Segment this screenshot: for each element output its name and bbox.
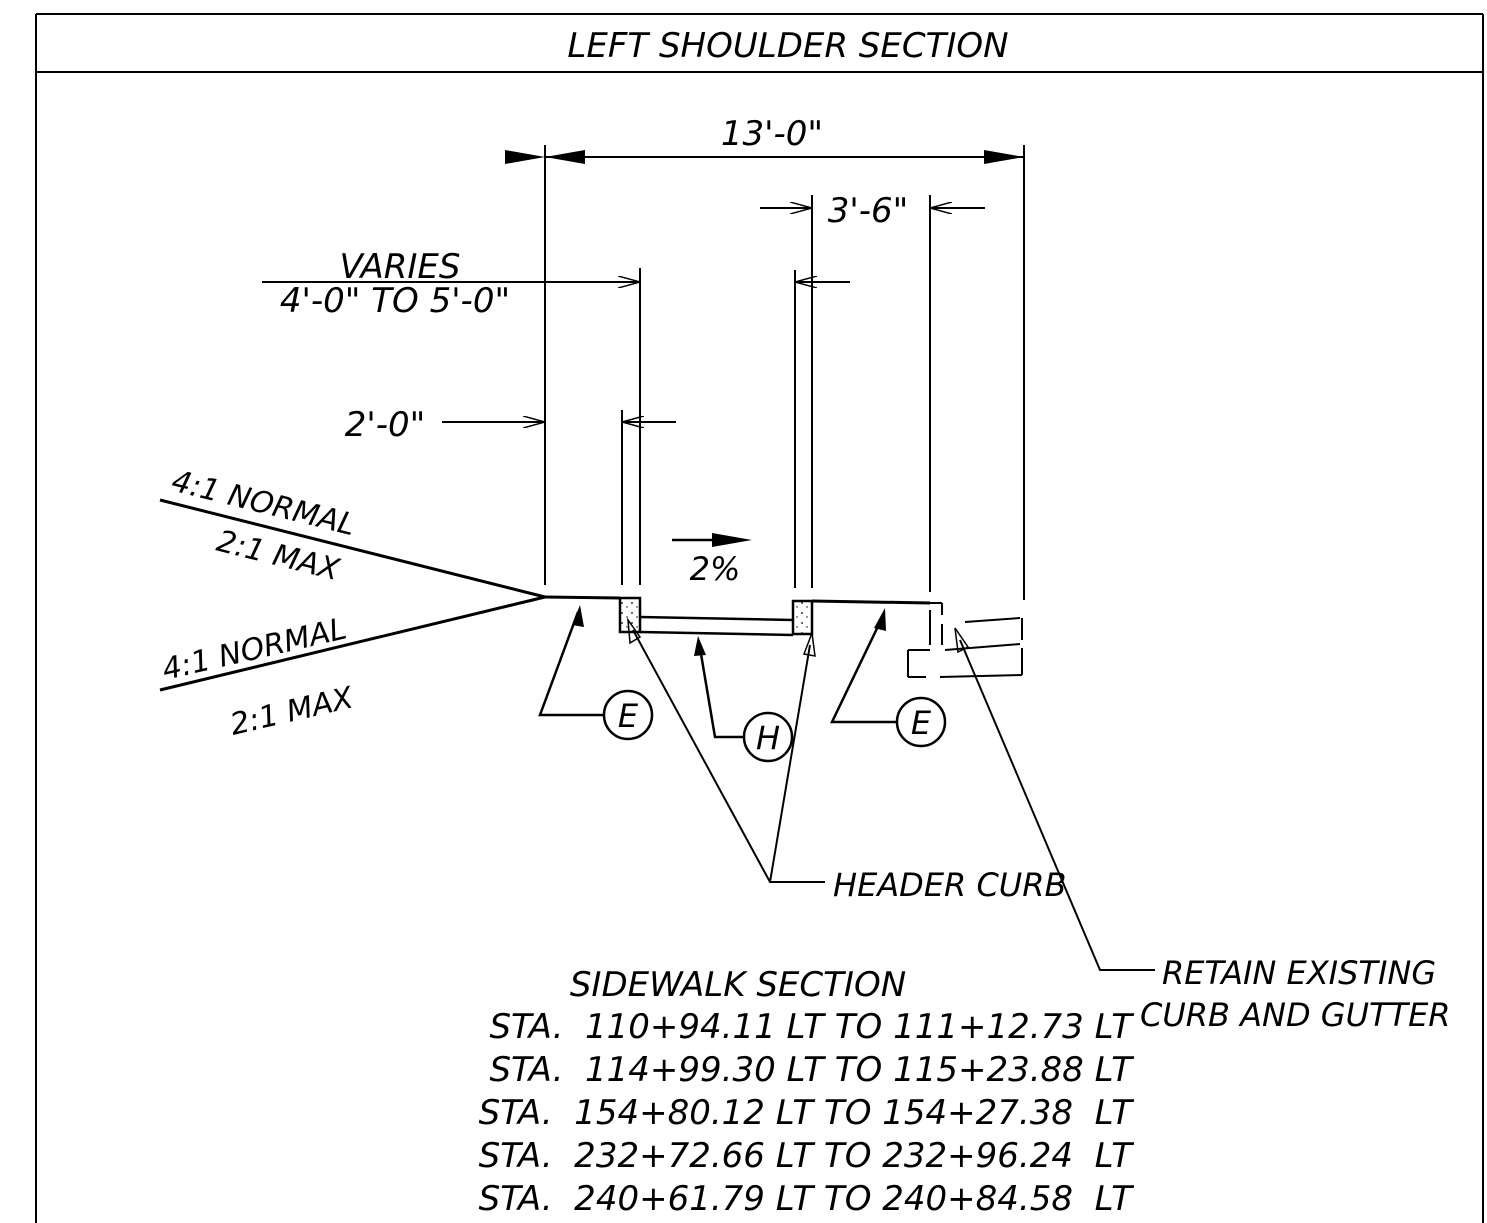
lower-slope-label-1: 4:1 NORMAL	[159, 611, 350, 687]
dimension-overall-label: 13'-0"	[721, 114, 823, 154]
upper-slope-label-1: 4:1 NORMAL	[168, 464, 359, 543]
header-curb-left	[618, 596, 642, 634]
callout-e-left	[538, 605, 654, 741]
station-row: STA. 110+94.11 LT TO 111+12.73 LT	[489, 1007, 1134, 1047]
station-row: STA. 154+80.12 LT TO 154+27.38 LT	[479, 1093, 1135, 1133]
overall-left-arrowhead	[545, 150, 585, 164]
callout-h-label: H	[756, 719, 780, 757]
station-row: STA. 114+99.30 LT TO 115+23.88 LT	[489, 1050, 1134, 1090]
dimension-varies-bottom: 4'-0" TO 5'-0"	[280, 281, 510, 321]
lower-slope-label-2: 2:1 MAX	[227, 680, 358, 742]
station-row: STA. 232+72.66 LT TO 232+96.24 LT	[479, 1136, 1135, 1176]
existing-curb-and-gutter	[907, 602, 1023, 678]
header-curb-right	[791, 599, 814, 636]
page-title: LEFT SHOULDER SECTION	[567, 26, 1008, 66]
station-row: STA. 240+61.79 LT TO 240+84.58 LT	[479, 1179, 1135, 1219]
extension-lines	[544, 145, 1025, 600]
slope-lines	[159, 498, 931, 692]
header-curb-label: HEADER CURB	[833, 866, 1066, 904]
callout-e-right-label: E	[911, 704, 932, 742]
section-title: SIDEWALK SECTION	[570, 965, 906, 1005]
retain-existing-line-1: RETAIN EXISTING	[1162, 954, 1436, 992]
cross-slope-arrow	[672, 533, 752, 547]
frame	[35, 13, 1484, 1223]
cross-slope-label: 2%	[690, 550, 741, 588]
retain-existing-leader	[954, 627, 1155, 971]
dimension-varies-top: VARIES	[340, 247, 461, 287]
dimension-two-foot-label: 2'-0"	[345, 405, 426, 445]
callout-e-right	[830, 608, 947, 748]
dimension-right-gap-label: 3'-6"	[828, 191, 909, 231]
header-curb-leader	[627, 617, 825, 883]
callout-h	[694, 636, 794, 763]
retain-existing-line-2: CURB AND GUTTER	[1140, 996, 1451, 1034]
sidewalk-slab	[639, 615, 794, 637]
callout-e-left-label: E	[618, 697, 639, 735]
